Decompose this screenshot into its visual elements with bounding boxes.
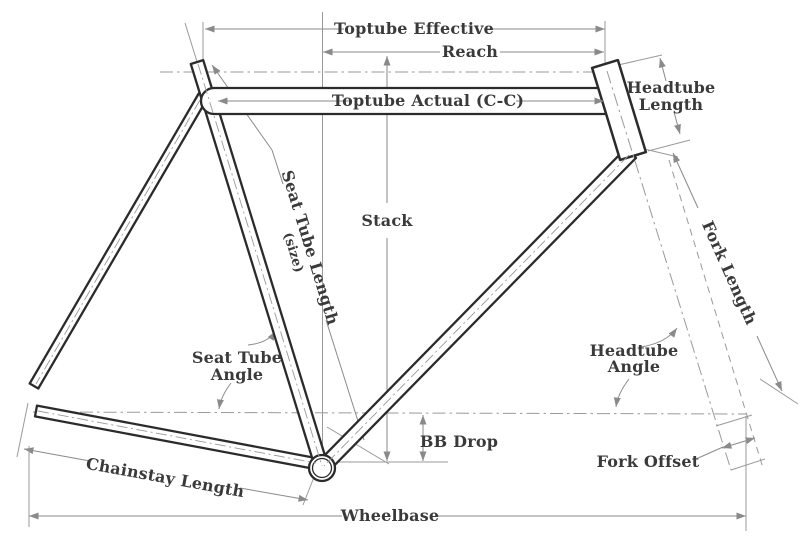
label-fork-length: Fork Length [698,218,761,328]
label-fork-offset: Fork Offset [597,452,700,471]
seat-tube-centerline [197,63,323,467]
chainstay-centerline [37,410,317,464]
down-tube-centerline [323,154,630,467]
seat-axis-extension [184,22,200,69]
down-tube [315,146,638,475]
seatstay-centerline [35,99,201,385]
label-toptube-actual: Toptube Actual (C-C) [332,91,524,110]
label-toptube-effective: Toptube Effective [334,19,494,38]
bb-shell-inner [311,457,333,479]
label-bb-drop: BB Drop [420,432,498,451]
centerlines [35,63,732,471]
labels: Toptube Effective Reach Toptube Actual (… [85,19,761,525]
label-wheelbase: Wheelbase [340,506,440,525]
steering-axis [606,70,732,471]
label-headtube-length-1: Headtube [627,78,716,97]
label-seat-tube-angle-1: Seat Tube [192,348,282,367]
axle-line [32,411,748,415]
label-stack: Stack [361,211,413,230]
label-chainstay-length: Chainstay Length [85,454,247,501]
chainstay-tube [33,404,321,471]
label-reach: Reach [442,42,498,61]
label-headtube-angle-1: Headtube [590,341,679,360]
frame-tubes [28,58,648,483]
label-headtube-length-2: Length [639,95,704,114]
label-headtube-angle-2: Angle [607,357,661,376]
label-seat-tube-angle-2: Angle [210,365,264,384]
